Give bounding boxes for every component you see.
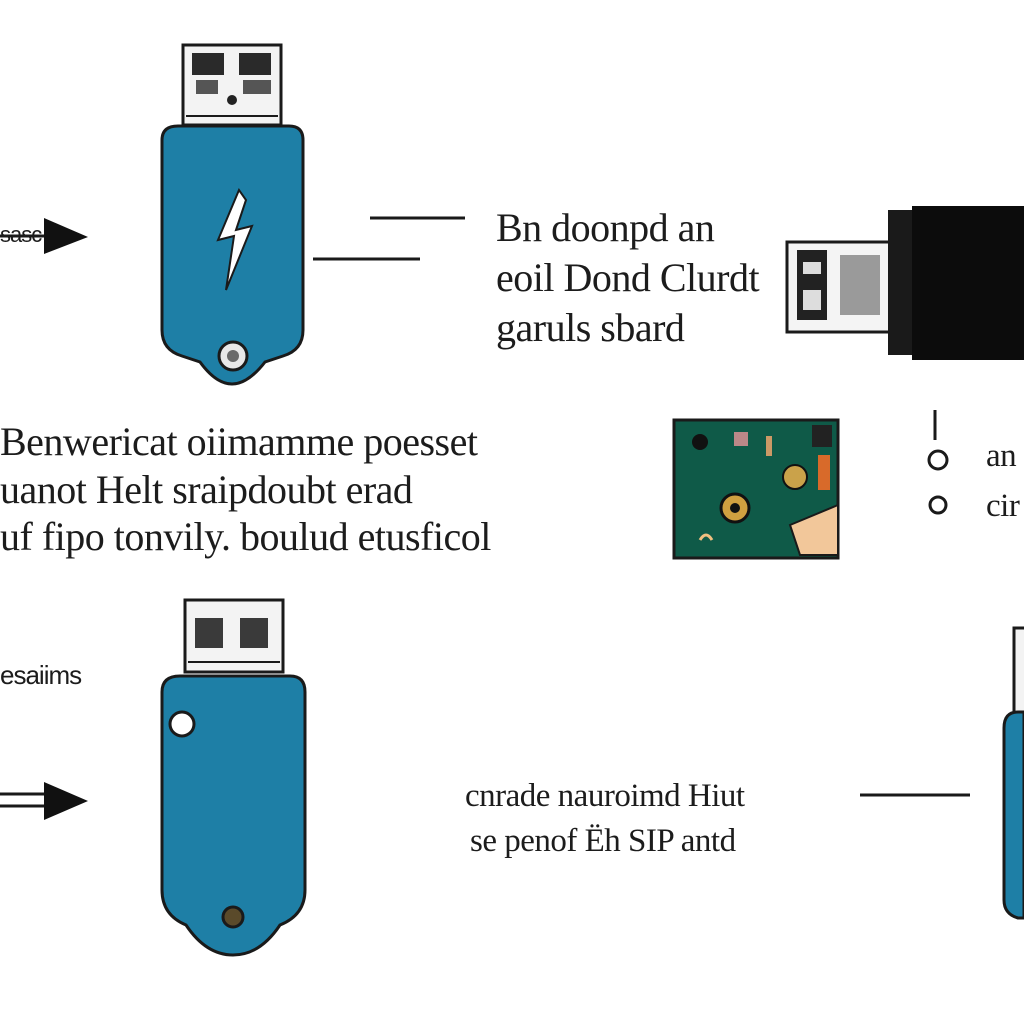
connector-slot-icon [195,618,223,648]
arrow-label-top: sasc [0,222,42,247]
board-capacitor-icon [782,464,808,490]
middle-right-text-line-2: cir [986,488,1020,524]
lightning-icon [216,187,254,291]
board-component-icon [692,434,708,450]
keyring-inner-icon [227,350,239,362]
arrow-bottom-left [0,782,88,820]
connector-chip-icon [243,80,271,94]
usb-drive-right-partial [1002,626,1024,920]
right-icons [927,410,949,515]
bottom-middle-text-line-1: cnrade nauroimd Hiut [465,778,745,814]
top-right-text-line-3: garuls sbard [496,305,685,350]
usb-body-partial [1002,710,1024,920]
board-trace-icon [698,533,714,541]
middle-left-text-line-1: Benwericat oiimamme poesset [0,419,478,464]
connector-slot-icon [240,618,268,648]
board-capacitor-core-icon [730,503,740,513]
bottom-middle-text-line-2: se penof Ëh SIP antd [470,823,736,859]
usb-connector-partial [1012,626,1024,722]
top-right-text-line-2: eoil Dond Clurdt [496,255,760,300]
bottom-left-label: esaiims [0,660,82,690]
middle-left-text-line-3: uf fipo tonvily. boulud etusficol [0,514,491,559]
dark-case [912,206,1024,360]
status-led-icon [221,905,245,929]
usb-drive-bottom [160,598,307,957]
plug-pin-icon [803,262,821,274]
circuit-board [672,418,840,560]
ring-icon [928,495,948,515]
plug-pin-icon [803,290,821,310]
connector-slot-icon [239,53,271,75]
arrow-right-icon [44,782,88,820]
plug-chip-icon [840,255,880,315]
usb-body-bottom [160,674,307,957]
top-right-text-line-1: Bn doonpd an [496,205,715,250]
board-component-icon [734,432,748,446]
arrow-right-icon [44,218,88,254]
middle-right-text-line-1: an [986,438,1017,474]
connector-slot-icon [192,53,224,75]
board-resistor-icon [818,455,830,490]
arrow-top-left [0,218,88,254]
board-component-icon [766,436,772,456]
board-hand-icon [788,503,839,556]
middle-left-text-line-2: uanot Helt sraipdoubt erad [0,467,413,512]
ring-icon [927,449,949,471]
board-component-icon [812,425,832,447]
usb-connector-device [785,206,1024,360]
connector-chip-icon [196,80,218,94]
keyring-hole-icon [168,710,196,738]
usb-drive-top [160,43,305,386]
connector-dot-icon [227,95,237,105]
